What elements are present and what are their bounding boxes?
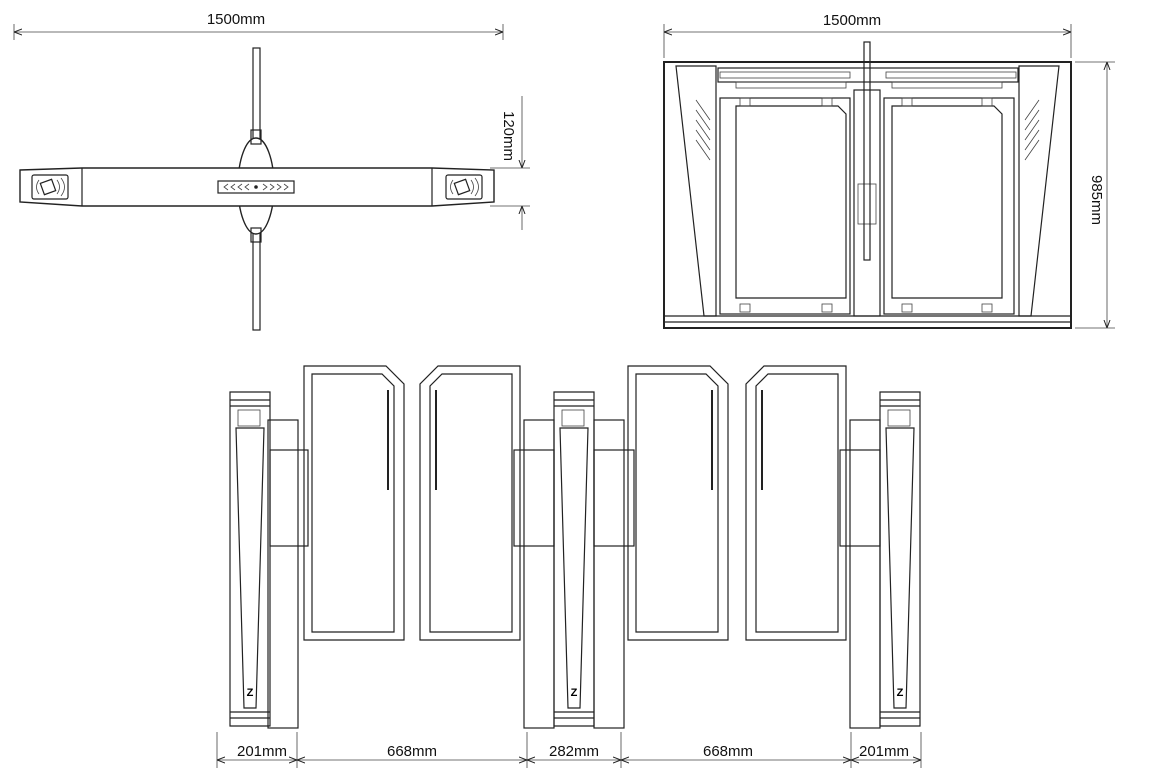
cabinet-left: Z <box>229 391 309 729</box>
rfid-reader-left <box>31 174 69 200</box>
dim-left-lane: 668mm <box>387 743 437 760</box>
front-view-glass-left <box>719 97 851 315</box>
glass-panel-3 <box>627 365 729 641</box>
direction-indicator-panel <box>217 180 295 194</box>
glass-panel-1 <box>303 365 405 641</box>
top-view: 1500mm 120mm <box>13 11 530 331</box>
logo-right: Z <box>897 687 904 699</box>
dim-left-cabinet: 201mm <box>237 743 287 760</box>
front-view-right-cabinet <box>1018 65 1060 317</box>
rfid-reader-right <box>445 174 483 200</box>
logo-center: Z <box>571 687 578 699</box>
top-view-depth-dimension: 120mm <box>490 96 530 230</box>
cabinet-center: Z <box>513 391 635 729</box>
dim-right-cabinet: 201mm <box>859 743 909 760</box>
lane-view: Z Z <box>216 365 922 768</box>
front-view-frame <box>663 61 1072 329</box>
lane-dimension-chain: 201mm 668mm 282mm 668mm 201mm <box>216 732 922 768</box>
glass-panel-2 <box>419 365 521 641</box>
front-view-center-post <box>853 89 881 317</box>
cabinet-right: Z <box>839 391 921 729</box>
front-view-width-dimension: 1500mm <box>663 12 1072 58</box>
front-view-width-label: 1500mm <box>823 12 881 29</box>
logo-left: Z <box>247 687 254 699</box>
front-view-left-cabinet <box>675 65 717 317</box>
dim-center-cabinet: 282mm <box>549 743 599 760</box>
front-view-height-dimension: 985mm <box>1075 61 1115 329</box>
front-view: 1500mm 985mm <box>663 12 1115 329</box>
top-view-depth-label: 120mm <box>500 111 517 161</box>
top-view-width-dimension: 1500mm <box>13 11 504 40</box>
glass-panel-4 <box>745 365 847 641</box>
top-view-width-label: 1500mm <box>207 11 265 28</box>
dim-right-lane: 668mm <box>703 743 753 760</box>
front-view-flap <box>863 41 871 261</box>
front-view-glass-right <box>883 97 1015 315</box>
front-view-height-label: 985mm <box>1088 175 1105 225</box>
